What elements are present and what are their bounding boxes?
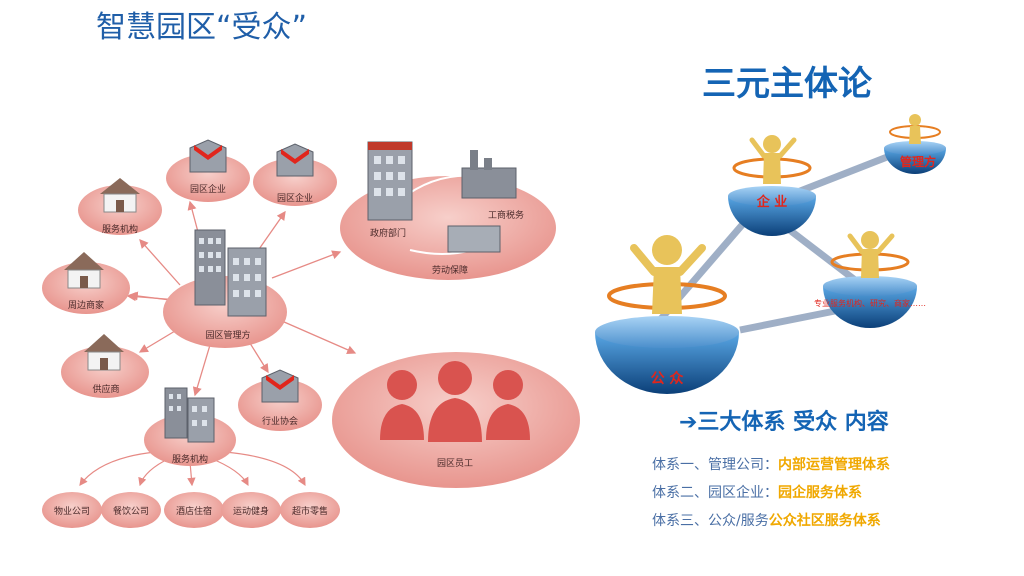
hub-node: 园区管理方 — [163, 229, 287, 348]
svg-text:酒店住宿: 酒店住宿 — [176, 505, 212, 517]
system-row-3: 体系三、公众/服务公众社区服务体系 — [652, 510, 881, 530]
system-2-label: 体系二、园区企业： — [652, 485, 778, 501]
svg-text:管理方: 管理方 — [900, 154, 936, 169]
svg-text:政府部门: 政府部门 — [370, 227, 406, 239]
dome-management: 管理方 — [884, 114, 946, 174]
svg-text:周边商家: 周边商家 — [68, 299, 104, 311]
service-children: 物业公司 餐饮公司 酒店住宿 运动健身 超市零售 — [42, 492, 340, 528]
audience-network-diagram: 园区管理方 园区企业 园区企业 服务机构 周边商家 供应商 — [42, 139, 580, 528]
node-enterprise-1: 园区企业 — [166, 139, 250, 202]
node-suppliers: 供应商 — [61, 334, 149, 398]
node-merchants: 周边商家 — [42, 252, 130, 314]
svg-text:园区员工: 园区员工 — [437, 458, 473, 469]
system-2-value: 园企服务体系 — [778, 485, 862, 501]
dome-public: 公 众 — [595, 235, 739, 394]
hub-arrows — [126, 200, 357, 397]
svg-text:公 众: 公 众 — [651, 370, 684, 387]
system-1-value: 内部运营管理体系 — [778, 457, 890, 473]
summary-heading: ➔三大体系 受众 内容 — [679, 410, 889, 435]
svg-text:物业公司: 物业公司 — [54, 505, 90, 517]
three-party-diagram: 公 众 企 业 管理方 专业服务机构、研究、商家…… — [595, 114, 946, 394]
system-3-value: 公众社区服务体系 — [768, 513, 881, 529]
page-title: 智慧园区“受众” — [96, 10, 308, 45]
system-row-1: 体系一、管理公司：内部运营管理体系 — [652, 454, 890, 474]
svg-text:劳动保障: 劳动保障 — [432, 264, 468, 276]
node-enterprise-2: 园区企业 — [253, 143, 337, 206]
svg-text:专业服务机构、研究、商家……: 专业服务机构、研究、商家…… — [814, 298, 926, 308]
svg-text:企 业: 企 业 — [756, 194, 788, 210]
system-row-2: 体系二、园区企业：园企服务体系 — [652, 482, 862, 502]
svg-text:园区企业: 园区企业 — [190, 183, 226, 195]
svg-text:服务机构: 服务机构 — [172, 453, 208, 465]
svg-text:餐饮公司: 餐饮公司 — [113, 505, 149, 517]
svg-text:工商税务: 工商税务 — [488, 209, 524, 221]
hub-label: 园区管理方 — [205, 329, 250, 341]
svg-text:园区企业: 园区企业 — [277, 192, 313, 204]
node-employees: 园区员工 — [332, 352, 580, 488]
svg-text:超市零售: 超市零售 — [292, 505, 328, 517]
dome-services: 专业服务机构、研究、商家…… — [814, 231, 926, 328]
svg-text:运动健身: 运动健身 — [233, 505, 269, 517]
system-1-label: 体系一、管理公司： — [652, 457, 778, 473]
svg-text:服务机构: 服务机构 — [102, 223, 138, 235]
dome-enterprise: 企 业 — [728, 135, 816, 236]
node-association: 行业协会 — [238, 369, 322, 431]
node-service-org: 服务机构 — [78, 178, 162, 235]
node-service-hub: 服务机构 — [144, 387, 236, 466]
node-gov-cluster: 政府部门 工商税务 劳动保障 — [340, 141, 556, 280]
svg-text:行业协会: 行业协会 — [262, 415, 298, 427]
section-title: 三元主体论 — [702, 64, 872, 104]
svg-text:供应商: 供应商 — [92, 383, 119, 395]
system-3-label: 体系三、公众/服务 — [652, 513, 769, 529]
